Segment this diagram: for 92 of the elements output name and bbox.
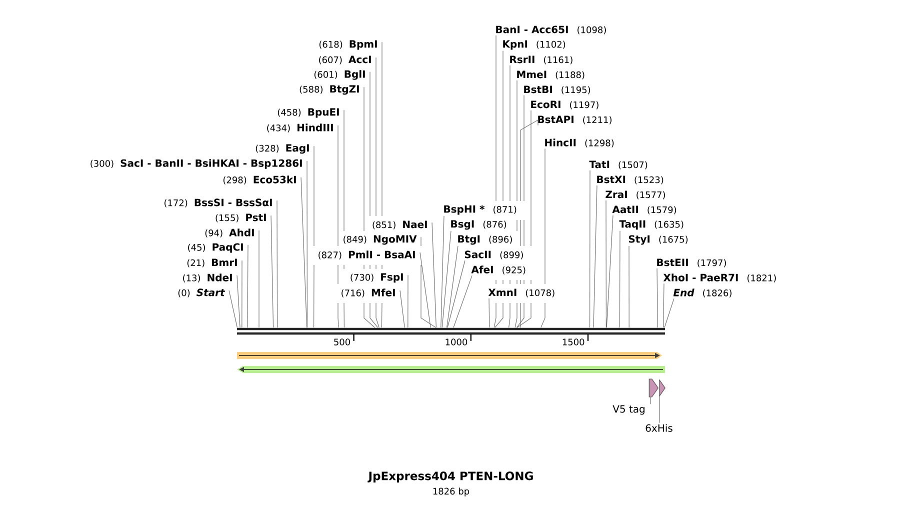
leader-line: [364, 86, 375, 328]
leader-line: [370, 72, 378, 328]
leader-line: [514, 80, 518, 328]
enzyme-label: ZraI (1577): [606, 190, 665, 200]
enzyme-label: (730) FspI: [350, 273, 403, 283]
enzyme-label: (0) Start: [178, 288, 226, 298]
leader-line: [338, 125, 339, 328]
feature-label: V5 tag: [612, 405, 644, 415]
enzyme-label: HincII (1298): [545, 138, 614, 148]
scale-label: 500: [334, 338, 350, 346]
leader-line: [606, 215, 614, 328]
enzyme-label: (618) BpmI: [319, 40, 377, 50]
enzyme-label: BspHI * (871): [444, 205, 516, 215]
leader-line: [628, 246, 630, 328]
enzyme-label: (45) PaqCI: [188, 243, 243, 253]
leader-line: [663, 283, 664, 328]
enzyme-label: EcoRI (1197): [531, 100, 598, 110]
leader-line: [650, 397, 651, 404]
enzyme-label: (458) BpuEI: [278, 108, 339, 118]
map-title: JpExpress404 PTEN-LONG: [368, 472, 533, 482]
leader-line: [276, 200, 278, 328]
leader-line: [488, 298, 490, 328]
leader-line: [300, 177, 308, 328]
enzyme-label: (300) SacI - BanII - BsiHKAI - Bsp1286I: [90, 159, 302, 169]
enzyme-label: (588) BtgZI: [300, 85, 359, 95]
leader-line: [540, 148, 546, 328]
enzyme-label: BsgI (876): [451, 220, 506, 230]
leader-line: [420, 236, 436, 328]
leader-line: [236, 275, 240, 328]
leader-line: [432, 222, 436, 328]
enzyme-label: (298) Eco53kI: [223, 176, 296, 184]
enzyme-label: AatII (1579): [612, 206, 676, 214]
enzyme-label: BstBI (1195): [524, 86, 590, 94]
leader-line: [453, 275, 472, 328]
enzyme-label: (434) HindIII: [267, 124, 333, 132]
leader-line: [258, 230, 260, 328]
enzyme-label: BanI - Acc65I (1098): [496, 26, 606, 34]
scale-label: 1500: [562, 338, 584, 346]
enzyme-label: (328) EagI: [256, 144, 309, 154]
enzyme-label: StyI (1675): [628, 235, 688, 245]
leader-line: [420, 252, 431, 328]
leader-line: [228, 290, 238, 328]
enzyme-label: (716) MfeI: [342, 288, 395, 298]
enzyme-label: AfeI (925): [471, 266, 526, 274]
scale-label: 1000: [446, 338, 468, 346]
enzyme-label: XhoI - PaeR7I (1821): [663, 274, 776, 282]
leader-line: [659, 396, 660, 424]
enzyme-label: RsrII (1161): [510, 56, 572, 64]
enzyme-label: (827) PmlI - BsaAI: [318, 250, 415, 260]
leader-line: [664, 298, 674, 328]
leader-line: [442, 230, 452, 328]
enzyme-label: (851) NaeI: [372, 220, 427, 230]
enzyme-label: BstXI (1523): [597, 176, 664, 184]
enzyme-label: (21) BmrI: [187, 258, 237, 268]
enzyme-label: MmeI (1188): [517, 70, 584, 80]
enzyme-label: (94) AhdI: [205, 228, 254, 238]
leader-line: [306, 160, 308, 328]
enzyme-label: (607) AccI: [319, 56, 371, 64]
leader-line: [447, 260, 466, 328]
leader-line: [494, 50, 504, 328]
leader-line: [593, 185, 598, 328]
leader-line: [440, 216, 444, 328]
feature-label: 6xHis: [646, 424, 672, 432]
enzyme-label: (172) BssSI - BssSαI: [164, 198, 272, 208]
leader-line: [516, 95, 524, 328]
enzyme-label: BstEII (1797): [657, 258, 726, 268]
enzyme-label: BstAPI (1211): [538, 116, 612, 124]
sequence-length: 1826 bp: [433, 488, 470, 496]
leader-line: [619, 230, 620, 328]
enzyme-label: End (1826): [673, 288, 732, 298]
enzyme-label: KpnI (1102): [503, 40, 566, 50]
enzyme-label: (849) NgoMIV: [344, 235, 417, 245]
enzyme-label: (155) PstI: [216, 214, 266, 222]
enzyme-label: SacII (899): [464, 250, 523, 260]
enzyme-label: (601) BglI: [314, 70, 365, 80]
enzyme-label: TatI (1507): [589, 160, 648, 170]
feature-arrow: [648, 378, 659, 398]
leader-line: [520, 119, 538, 328]
leader-line: [516, 110, 532, 328]
leader-line: [270, 215, 274, 328]
leader-line: [494, 35, 496, 328]
leader-line: [381, 42, 382, 328]
enzyme-label: TaqII (1635): [619, 220, 684, 230]
enzyme-label: (13) NdeI: [183, 274, 232, 282]
leader-line: [400, 290, 405, 328]
leader-line: [508, 65, 510, 328]
enzyme-label: XmnI (1078): [488, 288, 554, 298]
leader-line: [247, 244, 248, 328]
leader-line: [656, 268, 658, 328]
leader-line: [376, 57, 380, 328]
enzyme-label: BtgI (896): [458, 235, 512, 245]
leader-line: [446, 246, 458, 328]
